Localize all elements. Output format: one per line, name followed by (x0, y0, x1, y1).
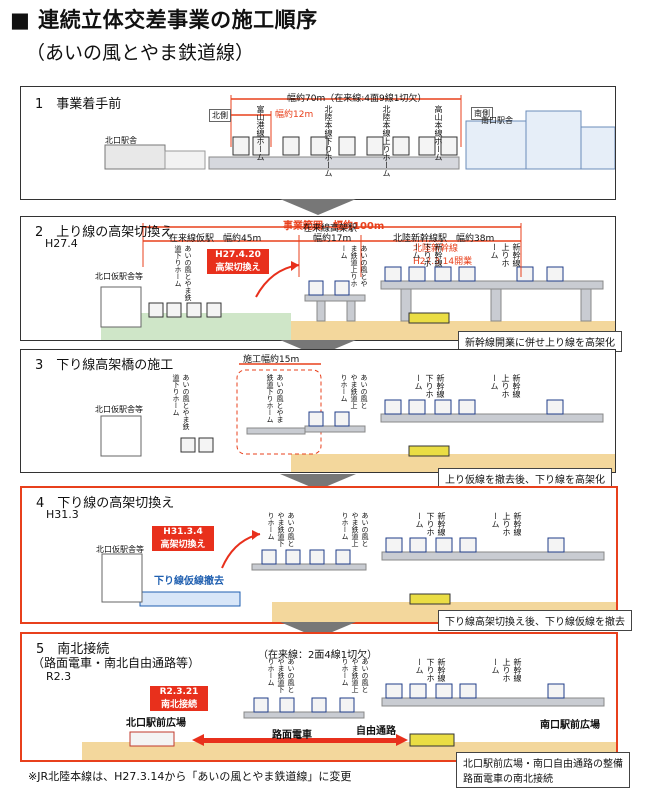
step2-scope: 事業範囲 幅約100m (283, 221, 385, 232)
step5-title: 5 南北接続 (36, 642, 110, 657)
step3-temp-building: 北口仮駅舎等 (95, 405, 143, 414)
step1-south-station: 南口駅舎 (481, 116, 513, 125)
step3-drawing (100, 363, 615, 472)
step1-platform-b: 北陸本線下りホーム (324, 105, 333, 177)
step2-shin-up: 新幹線上りホーム (490, 243, 521, 267)
step2-panel: 2 上り線の高架切換え H27.4 事業範囲 幅約100m 在来線仮駅 幅約45… (20, 216, 616, 341)
step5-badge: R2.3.21 南北接続 (150, 686, 208, 711)
step1-panel: 1 事業着手前 幅約70m（在来線:4面9線1切欠） 幅約12m 北側 南側 北… (20, 86, 616, 200)
step4-pf-up: あいの風とやま鉄道上りホーム (341, 512, 369, 547)
page-subtitle: （あいの風とやま鉄道線） (26, 42, 255, 64)
step2-pf-temp-down: あいの風とやま鉄道下りホーム (174, 245, 192, 301)
step4-note: 下り線高架切換え後、下り線仮線を撤去 (438, 610, 632, 631)
step2-pf-up: あいの風とやま鉄道上りホーム (340, 245, 368, 287)
step2-badge: H27.4.20 高架切換え (207, 249, 269, 274)
step5-shin-up: 新幹線上りホーム (491, 658, 522, 682)
step1-width-label: 幅約70m（在来線:4面9線1切欠） (287, 94, 427, 104)
step5-tram: 路面電車 (272, 730, 312, 741)
step4-shin-down: 新幹線下りホーム (415, 512, 446, 536)
step3-pf-temp-down: あいの風とやま鉄道下りホーム (172, 374, 190, 430)
step1-drawing (21, 95, 615, 199)
step2-shin-down: 新幹線下りホーム (412, 243, 443, 267)
step5-pf-up: あいの風とやま鉄道上りホーム (341, 658, 369, 693)
page-title: ■ 連続立体交差事業の施工順序 (10, 8, 318, 32)
step3-title: 3 下り線高架橋の施工 (35, 358, 174, 373)
step4-date: H31.3 (46, 508, 79, 521)
step2-temp-width: 在来線仮駅 幅約45m (169, 234, 262, 244)
step1-platform-a: 富山港線ホーム (256, 105, 265, 161)
step1-width12-label: 幅約12m (275, 110, 314, 120)
step2-elev-label: 在来線高架駅 (303, 224, 358, 234)
step5-south-plaza: 南口駅前広場 (540, 720, 600, 731)
step5-shin-down: 新幹線下りホーム (415, 658, 446, 682)
step4-shin-up: 新幹線上りホーム (491, 512, 522, 536)
step4-pf-down: あいの風とやま鉄道下りホーム (267, 512, 295, 547)
step4-removal: 下り線仮線撤去 (154, 576, 224, 587)
step-arrow-1 (280, 199, 356, 215)
step1-north-station: 北口駅舎 (105, 136, 137, 145)
step2-shin-open: 北陸新幹線 H27.3.14開業 (413, 244, 473, 267)
step4-temp-building: 北口仮駅舎等 (96, 545, 144, 554)
step1-title: 1 事業着手前 (35, 97, 122, 112)
step2-elev-width: 幅約17m (313, 234, 352, 244)
step3-shin-up: 新幹線上りホーム (490, 374, 521, 398)
step2-date: H27.4 (45, 237, 78, 250)
step3-pf-new-down: あいの風とやま鉄道下りホーム (266, 374, 284, 423)
step1-south-label: 南側 (471, 107, 493, 120)
step2-temp-building: 北口仮駅舎等 (95, 272, 143, 281)
footnote: ※JR北陸本線は、H27.3.14から「あいの風とやま鉄道線」に変更 (28, 770, 352, 783)
step3-panel: 3 下り線高架橋の施工 施工幅約15m 北口仮駅舎等 あいの風とやま鉄道下りホー… (20, 349, 616, 473)
step5-title2: （路面電車・南北自由通路等） (32, 656, 201, 670)
step3-pf-up: あいの風とやま鉄道上りホーム (340, 374, 368, 409)
step3-width: 施工幅約15m (243, 355, 300, 365)
step5-passage: 自由通路 (356, 726, 396, 737)
step2-shin-width: 北陸新幹線駅 幅約38m (393, 234, 495, 244)
step5-lines: （在来線：2面4線1切欠） (258, 650, 378, 661)
step4-badge: H31.3.4 高架切換え (152, 526, 214, 551)
step1-north-label: 北側 (209, 109, 231, 122)
step2-title: 2 上り線の高架切換え (35, 225, 174, 240)
step5-date: R2.3 (46, 670, 72, 683)
step4-panel: 4 下り線の高架切換え H31.3 H31.3.4 高架切換え 下り線仮線撤去 … (20, 486, 618, 624)
step5-note: 北口駅前広場・南口自由通路の整備 路面電車の南北接続 (456, 752, 630, 788)
step5-panel: 5 南北接続 （路面電車・南北自由通路等） R2.3 （在来線：2面4線1切欠）… (20, 632, 618, 762)
step1-platform-c: 北陸本線上りホーム (382, 105, 391, 177)
step4-title: 4 下り線の高架切換え (36, 496, 175, 511)
step5-pf-down: あいの風とやま鉄道下りホーム (267, 658, 295, 693)
step5-north-plaza: 北口駅前広場 (126, 718, 186, 729)
step1-platform-d: 高山本線ホーム (434, 105, 443, 161)
step3-shin-down: 新幹線下りホーム (414, 374, 445, 398)
